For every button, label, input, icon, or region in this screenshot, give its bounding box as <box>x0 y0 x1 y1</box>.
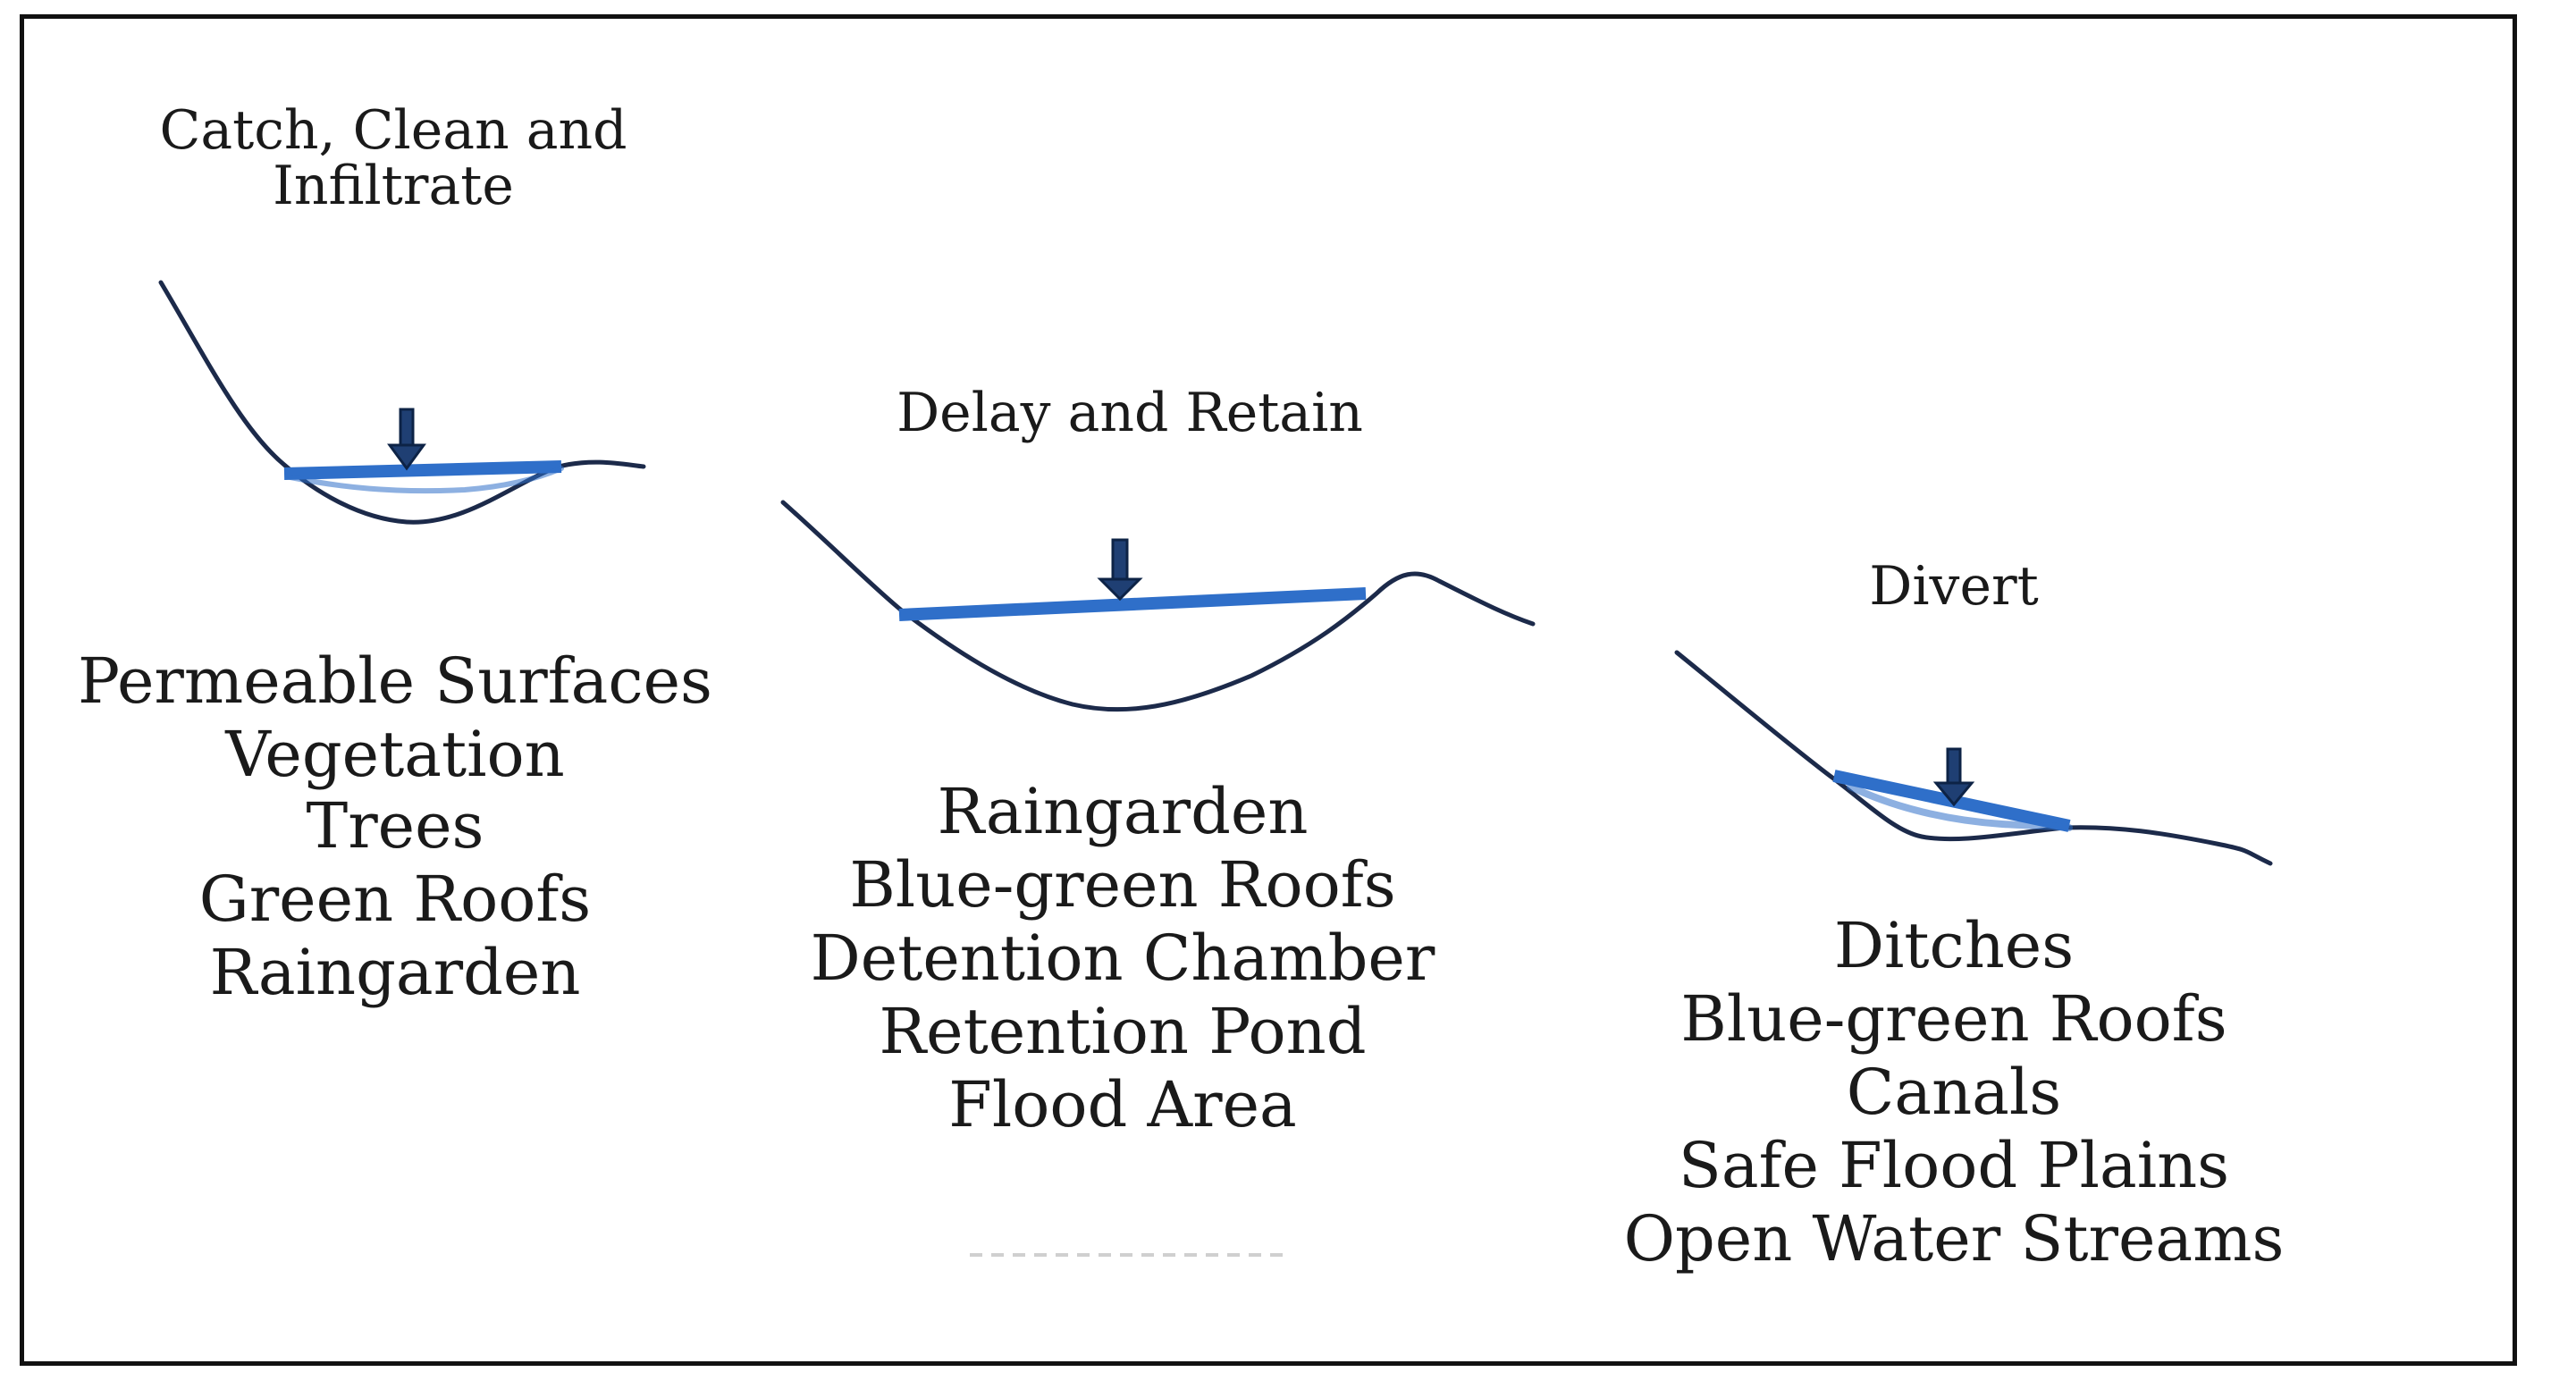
panel-2-item: Flood Area <box>948 1068 1296 1141</box>
panel-1-item: Raingarden <box>210 936 581 1009</box>
panel-1-rain-arrow <box>387 408 426 471</box>
panel-1-item: Permeable Surfaces <box>78 644 712 718</box>
panel-3-item: Blue-green Roofs <box>1680 982 2227 1056</box>
panel-2-rain-arrow <box>1097 538 1143 602</box>
panel-delay-retain: Delay and Retain Raingarden Blue-green R… <box>780 382 1536 1257</box>
panel-1-water-surface <box>283 460 562 480</box>
panel-2-title: Delay and Retain <box>897 382 1363 444</box>
panel-3-item: Open Water Streams <box>1624 1202 2285 1275</box>
panel-1-basin-fill <box>288 466 564 494</box>
panel-1-terrain <box>158 280 646 525</box>
panel-3-basin-fill <box>1847 783 2073 831</box>
panel-3-terrain <box>1674 650 2273 866</box>
panel-3-rain-arrow <box>1932 747 1975 807</box>
panel-1-item: Vegetation <box>224 718 564 791</box>
panel-1-item: Green Roofs <box>199 863 591 936</box>
panel-2-item: Blue-green Roofs <box>849 848 1395 922</box>
panel-2-water-surface <box>898 587 1367 621</box>
diagram-frame <box>20 14 2517 1366</box>
panel-1-title-line-2: Infiltrate <box>273 155 514 217</box>
panel-3-item: Safe Flood Plains <box>1679 1129 2229 1202</box>
panel-1-title-line-1: Catch, Clean and <box>159 99 627 162</box>
panel-2-item: Retention Pond <box>879 995 1366 1068</box>
panel-3-item: Ditches <box>1834 909 2074 982</box>
panel-3-title: Divert <box>1869 555 2039 618</box>
panel-2-item: Raingarden <box>938 775 1309 848</box>
panel-divert: Divert Ditches Blue-green Roofs Canals S… <box>1624 555 2285 1275</box>
panel-2-item: Detention Chamber <box>811 922 1435 995</box>
panel-catch-clean-infiltrate: Catch, Clean and Infiltrate Permeable Su… <box>78 99 712 1009</box>
panel-3-item: Canals <box>1847 1056 2061 1129</box>
panel-1-item: Trees <box>307 789 484 863</box>
